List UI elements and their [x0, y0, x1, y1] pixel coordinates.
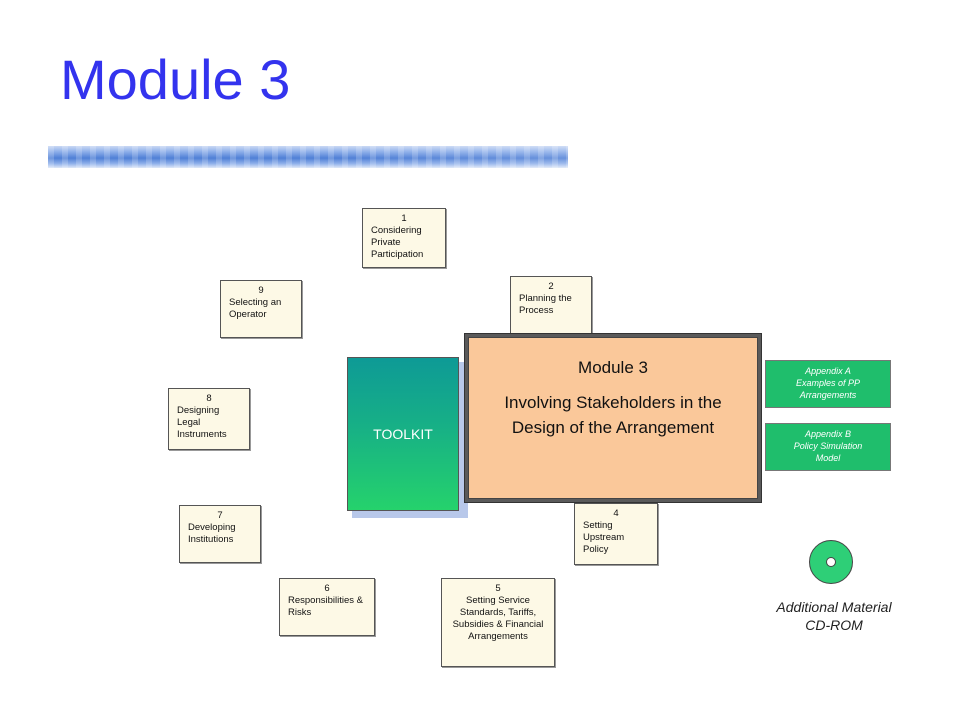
step-number: 5 [495, 583, 501, 594]
step-label: Planning the Process [519, 293, 572, 316]
main-box-title: Module 3 [578, 358, 648, 377]
step-1-box[interactable]: 1 Considering Private Participation [362, 208, 446, 268]
toolkit-label: TOOLKIT [373, 426, 433, 442]
cd-caption-line1: Additional Material [776, 599, 892, 615]
toolkit-box[interactable]: TOOLKIT [347, 357, 459, 511]
step-label: Considering Private Participation [371, 225, 424, 260]
step-number: 6 [324, 583, 330, 594]
appendix-a-line3: Arrangements [799, 390, 857, 400]
step-4-box[interactable]: 4 Setting Upstream Policy [574, 503, 658, 565]
appendix-b-box[interactable]: Appendix B Policy Simulation Model [765, 423, 891, 471]
title-underline-bar [48, 146, 568, 168]
appendix-a-line1: Appendix A [805, 366, 851, 376]
appendix-b-line2: Policy Simulation [793, 441, 863, 451]
step-2-box[interactable]: 2 Planning the Process [510, 276, 592, 334]
step-5-box[interactable]: 5 Setting Service Standards, Tariffs, Su… [441, 578, 555, 667]
step-6-box[interactable]: 6 Responsibilities & Risks [279, 578, 375, 636]
step-number: 7 [217, 510, 223, 521]
main-box-subtitle: Involving Stakeholders in the Design of … [504, 393, 722, 437]
step-label: Developing Institutions [188, 522, 236, 545]
cd-caption-line2: CD-ROM [805, 617, 863, 633]
step-label: Selecting an Operator [229, 297, 282, 320]
cd-rom-caption: Additional Material CD-ROM [754, 598, 914, 634]
step-label: Designing Legal Instruments [177, 405, 227, 440]
appendix-b-line1: Appendix B [804, 429, 852, 439]
module-3-main-inner: Module 3 Involving Stakeholders in the D… [468, 337, 758, 499]
step-label: Setting Service Standards, Tariffs, Subs… [452, 595, 544, 642]
appendix-a-box[interactable]: Appendix A Examples of PP Arrangements [765, 360, 891, 408]
appendix-b-line3: Model [815, 453, 841, 463]
step-number: 9 [258, 285, 264, 296]
step-number: 2 [548, 281, 554, 292]
step-number: 4 [613, 508, 619, 519]
appendix-a-line2: Examples of PP [795, 378, 861, 388]
step-label: Responsibilities & Risks [288, 595, 363, 618]
cd-rom-icon[interactable] [809, 540, 853, 584]
step-label: Setting Upstream Policy [583, 520, 625, 555]
page-title: Module 3 [60, 48, 291, 111]
module-3-main-box[interactable]: Module 3 Involving Stakeholders in the D… [464, 333, 762, 503]
step-9-box[interactable]: 9 Selecting an Operator [220, 280, 302, 338]
step-8-box[interactable]: 8 Designing Legal Instruments [168, 388, 250, 450]
step-number: 8 [206, 393, 212, 404]
step-7-box[interactable]: 7 Developing Institutions [179, 505, 261, 563]
step-number: 1 [401, 213, 407, 224]
cd-hole-icon [826, 557, 836, 567]
